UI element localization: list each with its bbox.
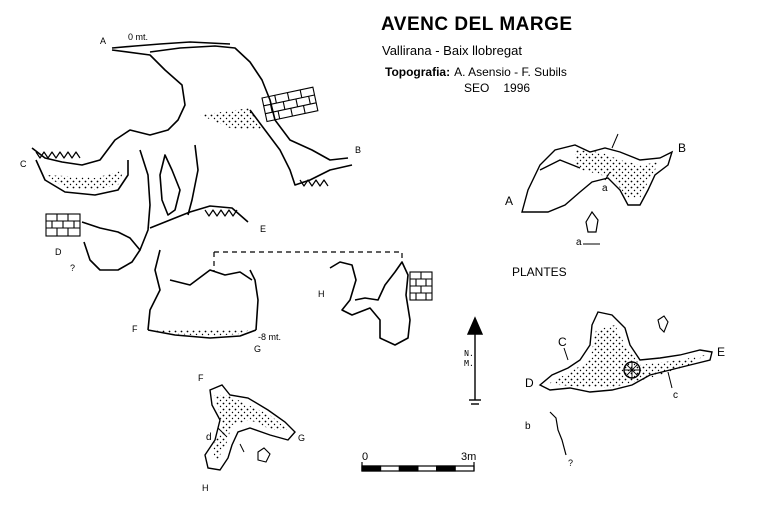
entrance-shaft-right-wall — [149, 45, 349, 161]
section-label-a: A — [100, 36, 107, 46]
fringe-b — [299, 179, 329, 187]
plan-upper-section-line — [611, 133, 619, 149]
credits-line: Topografia:A. Asensio - F. Subils — [385, 65, 567, 79]
survey-title: AVENC DEL MARGE — [381, 14, 573, 35]
central-shaft-right-wall — [187, 144, 199, 216]
plan-upper — [521, 133, 674, 245]
credits-group-line: SEO 1996 — [464, 81, 530, 95]
plans-heading: PLANTES — [512, 265, 567, 279]
section-label-e: E — [260, 224, 267, 234]
plan-upper-detail — [585, 210, 599, 233]
north-arrow-head — [466, 316, 484, 335]
plan-middle-unknown-mark: ? — [568, 458, 574, 468]
plan-middle-section-c — [563, 347, 569, 361]
passage-d — [81, 221, 141, 271]
brick-wall-h — [409, 271, 433, 301]
fringe-c — [35, 151, 81, 159]
fringe-e — [204, 209, 238, 217]
plan-lower-label-g: G — [298, 433, 306, 443]
section-label-f: F — [132, 324, 138, 334]
brick-wall-top — [261, 86, 319, 123]
plan-lower-sediment — [212, 395, 288, 462]
lower-chamber-right — [249, 269, 259, 331]
scale-end-label: 3m — [461, 451, 477, 463]
north-label-m: M. — [464, 359, 474, 368]
plan-upper-outline — [521, 144, 674, 213]
plan-middle-label-d: D — [525, 376, 534, 390]
plan-middle-label-c: C — [558, 335, 567, 349]
plan-middle-section-b: b — [525, 421, 531, 432]
credits-year: 1996 — [503, 81, 531, 95]
branch-b-lower — [249, 109, 353, 186]
lower-chamber-roof — [169, 269, 253, 286]
scale-bar — [361, 462, 475, 472]
plan-middle-outline — [538, 311, 713, 393]
chamber-c-floor — [35, 159, 129, 196]
section-unknown-mark: ? — [70, 263, 76, 273]
section-sediment — [45, 108, 262, 336]
brick-walls — [45, 86, 433, 301]
plan-middle-section-c: c — [673, 390, 678, 401]
north-arrow — [466, 316, 484, 405]
chamber-h — [329, 261, 411, 346]
section-label-g: G — [254, 344, 262, 354]
plan-lower-section-d2 — [239, 443, 245, 453]
plan-middle-sediment — [548, 325, 705, 388]
scale-start-label: 0 — [362, 451, 369, 463]
survey-subtitle: Vallirana - Baix llobregat — [382, 43, 522, 58]
plan-middle-section-c2 — [667, 371, 673, 389]
plan-lower-label-f: F — [198, 373, 204, 383]
plan-middle-tube — [549, 411, 567, 456]
section-label-c: C — [20, 159, 27, 169]
central-pillar — [159, 154, 181, 216]
lower-chamber-left — [147, 249, 161, 331]
entrance-crest — [111, 41, 231, 49]
plan-upper-section-a2: a — [576, 237, 582, 248]
plan-middle-small — [657, 315, 669, 333]
plan-upper-sediment — [575, 150, 660, 198]
plan-lower-label-h: H — [202, 483, 209, 493]
plan-lower-section-d: d — [206, 432, 212, 443]
central-shaft-left-wall — [139, 149, 151, 251]
depth-label-top: 0 mt. — [128, 32, 149, 42]
brick-wall-d — [45, 213, 81, 237]
credits-authors: A. Asensio - F. Subils — [454, 65, 567, 79]
credits-group: SEO — [464, 81, 490, 95]
lower-chamber-floor — [147, 329, 257, 339]
north-label-n: N. — [464, 349, 474, 358]
dashed-connector — [214, 251, 403, 262]
plan-lower-small — [257, 447, 271, 463]
shelf-e — [149, 205, 249, 229]
entrance-shaft-left-wall — [31, 49, 186, 166]
section-label-d: D — [55, 247, 62, 257]
plan-lower-outline — [204, 384, 296, 471]
plan-middle-label-e: E — [717, 345, 726, 359]
plan-upper-section-a: a — [602, 183, 608, 194]
credits-label: Topografia: — [385, 65, 451, 79]
depth-label-bottom: -8 mt. — [258, 332, 282, 342]
plan-upper-label-b: B — [678, 141, 687, 155]
section-label-h: H — [318, 289, 325, 299]
cave-section-elevation — [31, 41, 411, 346]
section-label-b: B — [355, 145, 362, 155]
north-label: N. M. — [464, 349, 474, 369]
plan-upper-label-a: A — [505, 194, 514, 208]
